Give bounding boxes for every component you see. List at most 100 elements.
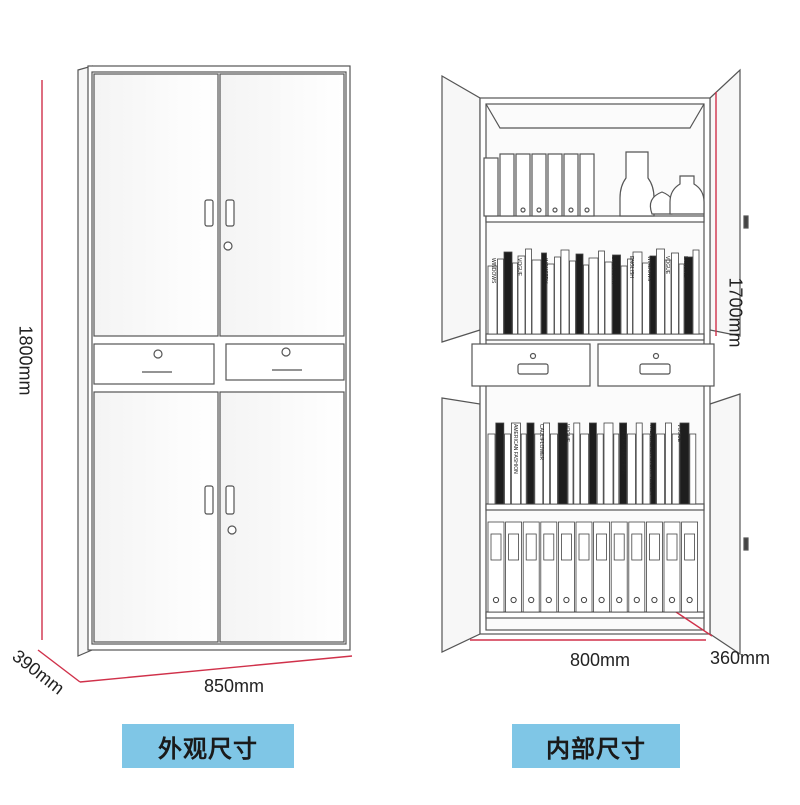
book-spine (665, 422, 672, 505)
book-spine (598, 250, 605, 335)
binder-ring-hole (563, 596, 570, 604)
book-spine (557, 422, 568, 505)
book-spine (567, 433, 574, 505)
book-spine (525, 248, 532, 335)
binder-ring-hole (616, 596, 623, 604)
binder-label (578, 533, 590, 561)
book-spine (575, 253, 584, 335)
binder-ring-hole (510, 596, 517, 604)
book-spine-title: VOGUE (676, 424, 682, 443)
book-spine (679, 422, 690, 505)
book-spine (583, 264, 589, 335)
book-spine (589, 422, 597, 505)
book-spine (560, 249, 570, 335)
binder-ring-hole (580, 596, 588, 604)
left-door-open-top (441, 74, 481, 343)
book-spine (689, 433, 697, 505)
book-spine-title: ENGLISH (628, 256, 634, 278)
book-spine-title: WINDOWS (490, 258, 496, 284)
book-spine (642, 433, 651, 505)
book-spine (534, 433, 544, 505)
book-spine (603, 422, 614, 505)
book-spine (613, 433, 620, 505)
binder-label (613, 533, 625, 561)
book-spine (588, 257, 599, 335)
book-spine (619, 422, 627, 505)
book-spine (569, 260, 576, 335)
binder-label (525, 533, 537, 561)
binder-label (684, 533, 695, 561)
book-spine (684, 256, 693, 335)
book-spine (580, 433, 589, 505)
book-spine-title: AMERICAN FASHION (620, 424, 626, 474)
book-spine (510, 422, 521, 505)
binder-ring-hole (668, 596, 676, 604)
book-spine (620, 265, 628, 335)
binder-ring-hole (598, 596, 605, 604)
book-spine (573, 422, 581, 505)
book-spine (495, 422, 505, 505)
book-spine-title: LAWLINE (682, 256, 688, 278)
outer-depth-line (37, 649, 81, 683)
outer-width-line (79, 655, 353, 683)
book-spine (546, 263, 555, 335)
binder-label (666, 533, 678, 561)
outer-height-label: 1800mm (15, 325, 36, 396)
book-spine (487, 433, 496, 505)
book-spine (627, 258, 633, 335)
outer-dimension-caption: 外观尺寸 (122, 724, 294, 768)
book-spine-title: THE WALKER STORY TELLER (648, 424, 654, 495)
binder-label (631, 533, 643, 561)
book-spine (635, 422, 643, 505)
book-spine (649, 255, 657, 335)
shelf1-vases (619, 151, 705, 217)
book-spine (512, 262, 518, 335)
binder-ring-hole (492, 596, 500, 604)
book-spine (543, 422, 550, 505)
book-spine (642, 262, 650, 335)
book-spine (656, 248, 665, 335)
book-spine (526, 422, 535, 505)
binder-label (649, 533, 660, 561)
outer-dimension-lines (37, 80, 353, 683)
book-spine (504, 433, 512, 505)
book-spine (550, 433, 558, 505)
binder-label (561, 533, 572, 561)
inner-depth-line (675, 611, 713, 637)
outer-cabinet (77, 65, 351, 657)
book-spine (692, 249, 700, 335)
book-spine (671, 433, 680, 505)
binder-label (490, 533, 502, 561)
book-spine-title: INDUSTRY (542, 258, 548, 284)
right-door-open-bottom (709, 393, 741, 656)
inner-dimension-caption: 内部尺寸 (512, 724, 680, 768)
book-spine (497, 258, 504, 335)
book-spine (650, 422, 657, 505)
book-spine (604, 261, 613, 335)
outer-width-label: 850mm (204, 676, 265, 696)
binder-ring-hole (545, 596, 552, 604)
inner-dimension-lines (470, 92, 717, 641)
book-spine (517, 255, 526, 335)
shelf1-binders (483, 153, 595, 217)
book-spine (671, 252, 679, 335)
binder-ring-hole (528, 596, 535, 604)
book-spine (612, 254, 621, 335)
book-spine (554, 256, 561, 335)
left-door-open-bottom (441, 397, 481, 653)
inner-depth-label: 360mm (710, 648, 771, 668)
book-spine (596, 433, 604, 505)
binder-ring-hole (686, 596, 693, 604)
book-spine (520, 433, 527, 505)
inner-width-label: 800mm (570, 650, 631, 670)
book-spine-title: CHEMISTRY (610, 256, 616, 286)
book-spine-title: VOGUE (664, 256, 670, 275)
binder-label (508, 533, 520, 561)
book-spine-title: VOGUE (516, 258, 522, 277)
book-spine (541, 252, 547, 335)
book-spine (664, 259, 672, 335)
book-spine (487, 265, 498, 335)
